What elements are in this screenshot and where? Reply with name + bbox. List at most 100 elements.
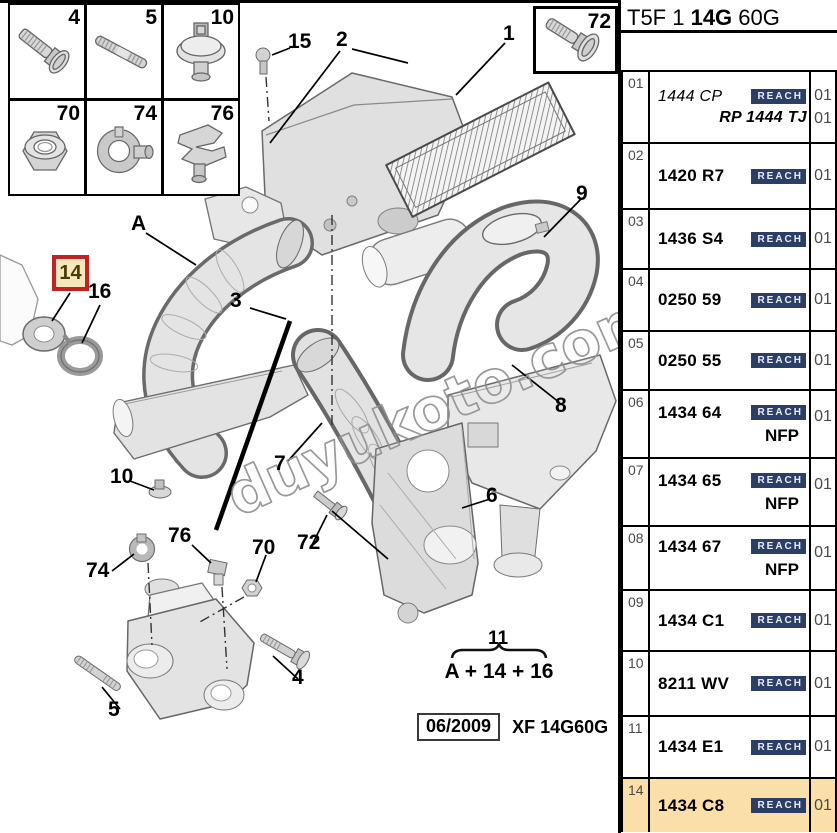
reach-badge[interactable]: REACH — [751, 473, 806, 488]
table-row-09[interactable]: 09 1434 C1 REACH 01 — [623, 591, 835, 652]
callout-6: 6 — [486, 484, 498, 507]
table-row-08[interactable]: 08 1434 67 REACH NFP 01 — [623, 527, 835, 591]
table-row-05[interactable]: 05 0250 55 REACH 01 — [623, 332, 835, 391]
resonator-8 — [447, 354, 617, 578]
qty-cell: 01 — [809, 779, 835, 832]
table-row-06[interactable]: 06 1434 64 REACH NFP 01 — [623, 391, 835, 459]
screw-15-part — [255, 47, 271, 75]
thumb-cell-76[interactable]: 76 — [164, 101, 238, 194]
page-title: T5F 1 14G 60G — [621, 0, 837, 33]
table-row-10[interactable]: 10 8211 WV REACH 01 — [623, 652, 835, 717]
air-flow-meter — [361, 218, 473, 288]
parts-diagram: duyukoto.com 11 A + 14 + 16 — [0, 42, 618, 720]
reach-badge[interactable]: REACH — [751, 798, 806, 813]
spring-clip-icon — [177, 124, 227, 184]
part-ref-alt: RP 1444 TJ — [719, 108, 807, 126]
callout-5: 5 — [108, 698, 120, 721]
reach-badge[interactable]: REACH — [751, 613, 806, 628]
table-row-14-selected[interactable]: 14 1434 C8 REACH 01 — [623, 779, 835, 832]
row-index: 03 — [623, 210, 650, 268]
thumb-cell-10[interactable]: 10 — [164, 5, 238, 98]
part-ref: 1444 CP — [658, 87, 723, 105]
reach-badge[interactable]: REACH — [751, 405, 806, 420]
table-row-01[interactable]: 01 1444 CP REACH RP 1444 TJ 01 01 — [623, 72, 835, 144]
thick-leader-line — [213, 320, 293, 531]
qty-cell: 01 — [809, 144, 835, 208]
grommet-ring-14 — [22, 316, 66, 352]
reach-badge[interactable]: REACH — [751, 89, 806, 104]
group-note: 11 A + 14 + 16 — [445, 628, 554, 683]
diagram-footer: 06/2009 XF 14G60G — [417, 713, 608, 741]
group-note-formula: A + 14 + 16 — [445, 660, 554, 683]
fastener-thumbnail-grid: 4 5 — [8, 3, 240, 196]
row-index: 06 — [623, 391, 650, 457]
part-note: NFP — [765, 493, 799, 513]
row-index: 07 — [623, 459, 650, 525]
row-index: 05 — [623, 332, 650, 389]
callout-a: A — [131, 212, 147, 235]
table-row-02[interactable]: 02 1420 R7 REACH 01 — [623, 144, 835, 210]
reach-badge[interactable]: REACH — [751, 292, 806, 308]
qty-cell: 01 — [809, 459, 835, 525]
part-ref: 1434 64 — [658, 402, 722, 422]
callout-72: 72 — [297, 531, 321, 554]
reach-badge[interactable]: REACH — [751, 168, 806, 184]
part-ref: 1420 R7 — [658, 166, 725, 185]
upper-duct-9 — [401, 199, 600, 382]
qty-cell: 01 — [809, 717, 835, 777]
table-row-07[interactable]: 07 1434 65 REACH NFP 01 — [623, 459, 835, 527]
reach-badge[interactable]: REACH — [751, 231, 806, 247]
callout-74: 74 — [86, 559, 110, 582]
part-ref: 1436 S4 — [658, 229, 724, 248]
callout-16: 16 — [88, 280, 112, 303]
figure-code: XF 14G60G — [512, 716, 609, 737]
reach-badge[interactable]: REACH — [751, 676, 806, 691]
nut-70-part — [241, 579, 263, 597]
thumb-label: 10 — [210, 6, 234, 29]
clamp-ring-16 — [57, 333, 103, 376]
air-filter-element — [385, 81, 576, 218]
table-row-04[interactable]: 04 0250 59 REACH 01 — [623, 270, 835, 332]
row-index: 11 — [623, 717, 650, 777]
construction-lines — [147, 76, 333, 670]
reach-badge[interactable]: REACH — [751, 353, 806, 368]
qty-cell: 01 — [809, 210, 835, 268]
thumb-cell-4[interactable]: 4 — [10, 5, 84, 98]
thumb-cell-74[interactable]: 74 — [87, 101, 161, 194]
table-row-11[interactable]: 11 1434 E1 REACH 01 — [623, 717, 835, 779]
qty-cell: 01 — [809, 391, 835, 457]
thumb-cell-70[interactable]: 70 — [10, 101, 84, 194]
callout-15: 15 — [288, 30, 312, 53]
part-ref: 1434 E1 — [658, 737, 724, 756]
thumb-cell-72[interactable]: 72 — [533, 6, 618, 74]
diagram-area: duyukoto.com 11 A + 14 + 16 — [0, 0, 618, 741]
qty-cell: 01 — [809, 270, 835, 330]
callout-8: 8 — [555, 394, 567, 417]
thumb-label: 76 — [210, 102, 234, 125]
callout-7: 7 — [274, 452, 286, 475]
leader-lines — [51, 42, 582, 710]
callout-9: 9 — [576, 182, 588, 205]
clip-76-part — [207, 558, 228, 586]
qty-cell: 01 — [809, 332, 835, 389]
thumb-cell-5[interactable]: 5 — [87, 5, 161, 98]
part-ref: 1434 C1 — [658, 610, 725, 630]
row-index: 09 — [623, 591, 650, 650]
callout-3: 3 — [230, 289, 242, 312]
bolt-4-part — [259, 633, 311, 670]
part-ref: 8211 WV — [658, 673, 730, 693]
callout-1: 1 — [503, 22, 515, 45]
reach-badge[interactable]: REACH — [751, 539, 806, 554]
reach-badge[interactable]: REACH — [751, 739, 806, 755]
parts-list-panel: T5F 1 14G 60G 01 1444 CP REACH RP 1444 T… — [621, 0, 837, 833]
part-ref: 1434 65 — [658, 470, 722, 490]
part-ref: 1434 67 — [658, 536, 722, 556]
hex-screw-icon — [545, 18, 600, 62]
highlighted-callout-14[interactable]: 14 — [52, 255, 89, 291]
push-rivet-icon — [176, 22, 226, 82]
callout-70: 70 — [252, 536, 276, 559]
callout-76: 76 — [168, 524, 192, 547]
callout-4: 4 — [292, 666, 304, 689]
table-row-03[interactable]: 03 1436 S4 REACH 01 — [623, 210, 835, 270]
